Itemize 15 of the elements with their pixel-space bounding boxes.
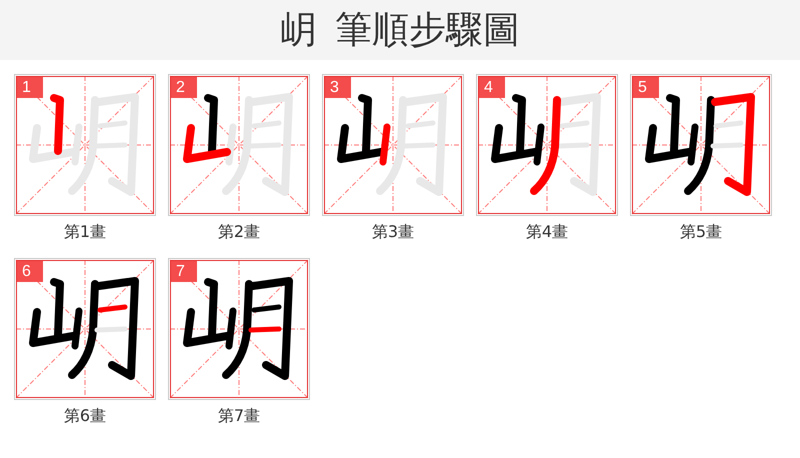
step-badge: 4 [479,77,505,98]
step-caption: 第5畫 [680,222,722,242]
step-badge: 1 [17,77,43,98]
step-badge: 5 [633,77,659,98]
step-badge: 7 [171,261,197,282]
step-caption: 第1畫 [64,222,106,242]
step-badge: 6 [17,261,43,282]
step-badge: 2 [171,77,197,98]
step-caption: 第3畫 [372,222,414,242]
step-caption: 第2畫 [218,222,260,242]
step-caption: 第7畫 [218,406,260,426]
title: 岄 筆順步驟圖 [280,8,520,52]
step-caption: 第6畫 [64,406,106,426]
step-caption: 第4畫 [526,222,568,242]
step-badge: 3 [325,77,351,98]
